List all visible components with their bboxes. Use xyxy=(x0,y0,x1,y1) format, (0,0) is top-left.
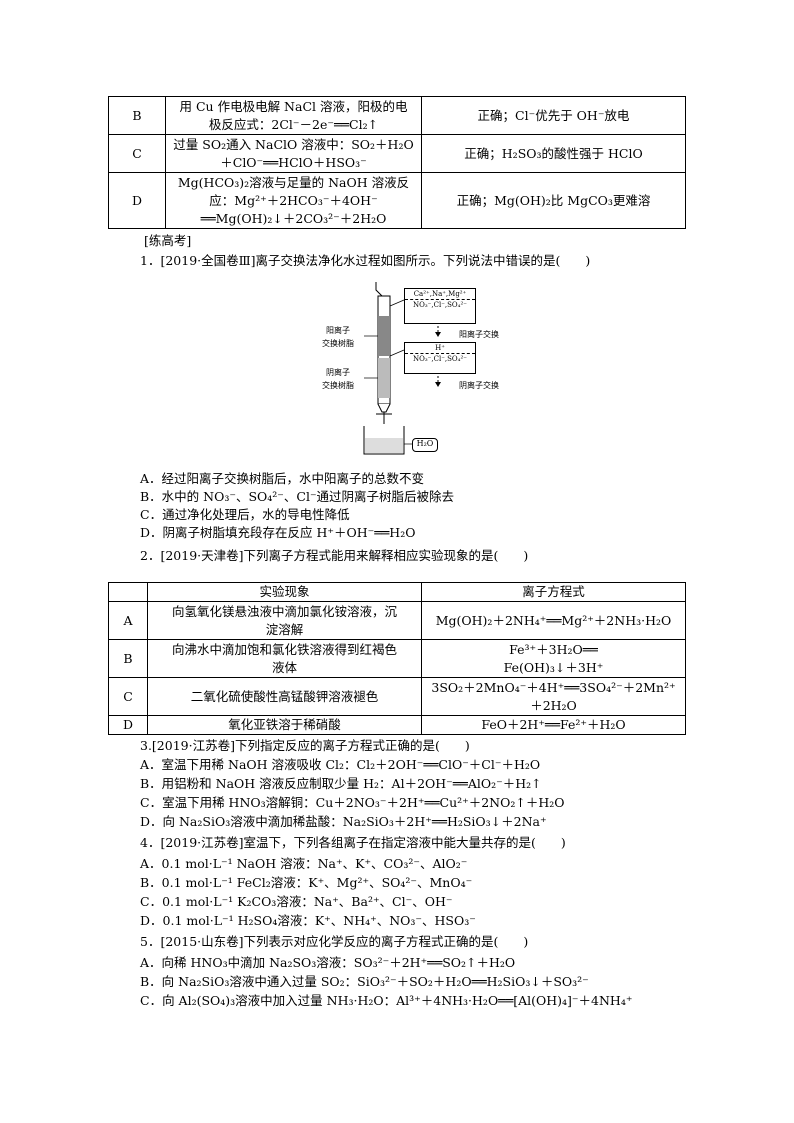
row-label: D xyxy=(108,172,166,229)
table-row: C 二氧化硫使酸性高锰酸钾溶液褪色 3SO₂＋2MnO₄⁻＋4H⁺══3SO₄²… xyxy=(108,677,686,716)
q1-option-a: A．经过阳离子交换树脂后，水中阳离子的总数不变 xyxy=(140,471,425,486)
row-text: Fe³⁺＋3H₂O══ xyxy=(509,641,598,657)
row-phenomenon: 向氢氧化镁悬浊液中滴加氯化铵溶液，沉 淀溶解 xyxy=(147,601,422,640)
row-text: ＋2H₂O xyxy=(530,697,577,713)
row-equation: Fe³⁺＋3H₂O══ Fe(OH)₃↓＋3H⁺ xyxy=(421,639,686,678)
row-content: 用 Cu 作电极电解 NaCl 溶液，阳极的电 极反应式：2Cl⁻－2e⁻══C… xyxy=(165,96,422,135)
table-row: A 向氢氧化镁悬浊液中滴加氯化铵溶液，沉 淀溶解 Mg(OH)₂＋2NH₄⁺══… xyxy=(108,601,686,640)
q4-option-d: D．0.1 mol·L⁻¹ H₂SO₄溶液：K⁺、NH₄⁺、NO₃⁻、HSO₃⁻ xyxy=(140,913,476,928)
row-equation: 3SO₂＋2MnO₄⁻＋4H⁺══3SO₄²⁻＋2Mn²⁺ ＋2H₂O xyxy=(421,677,686,716)
arrow-label-anion: 阴离子交换 xyxy=(459,381,499,390)
q1-option-b: B．水中的 NO₃⁻、SO₄²⁻、Cl⁻通过阴离子树脂后被除去 xyxy=(140,489,455,504)
row-phenomenon: 二氧化硫使酸性高锰酸钾溶液褪色 xyxy=(147,677,422,716)
question-4-stem: 4．[2019·江苏卷]室温下，下列各组离子在指定溶液中能大量共存的是( ) xyxy=(140,835,566,850)
row-equation: Mg(OH)₂＋2NH₄⁺══Mg²⁺＋2NH₃·H₂O xyxy=(421,601,686,640)
row-text: Fe(OH)₃↓＋3H⁺ xyxy=(503,659,604,675)
row-text: Mg(OH)₂＋2NH₄⁺══Mg²⁺＋2NH₃·H₂O xyxy=(435,612,672,628)
label-anion-resin: 阴离子 交换树脂 xyxy=(314,366,362,392)
q1-option-c: C．通过净化处理后，水的导电性降低 xyxy=(140,507,350,522)
row-text: 应：Mg²⁺＋2HCO₃⁻＋4OH⁻ xyxy=(209,192,378,208)
box-after-cation: H⁺ NO₃⁻,Cl⁻,SO₄²⁻ xyxy=(404,342,476,374)
table-options-continued: B 用 Cu 作电极电解 NaCl 溶液，阳极的电 极反应式：2Cl⁻－2e⁻═… xyxy=(108,96,686,229)
header-blank xyxy=(108,582,148,602)
row-text: 向沸水中滴加饱和氯化铁溶液得到红褐色 xyxy=(171,641,397,657)
label-text: 阴离子 xyxy=(326,368,350,377)
q4-option-c: C．0.1 mol·L⁻¹ K₂CO₃溶液：Na⁺、Ba²⁺、Cl⁻、OH⁻ xyxy=(140,894,453,909)
row-text: 淀溶解 xyxy=(265,621,304,637)
row-phenomenon: 向沸水中滴加饱和氯化铁溶液得到红褐色 液体 xyxy=(147,639,422,678)
row-label: B xyxy=(108,96,166,135)
question-5-stem: 5．[2015·山东卷]下列表示对应化学反应的离子方程式正确的是( ) xyxy=(140,934,529,949)
row-text: 过量 SO₂通入 NaClO 溶液中：SO₂＋H₂O xyxy=(173,136,414,152)
question-3-stem: 3.[2019·江苏卷]下列指定反应的离子方程式正确的是( ) xyxy=(140,738,470,753)
q3-option-b: B．用铝粉和 NaOH 溶液反应制取少量 H₂：Al＋2OH⁻══AlO₂⁻＋H… xyxy=(140,776,542,791)
row-text: 用 Cu 作电极电解 NaCl 溶液，阳极的电 xyxy=(179,98,408,114)
ion-exchange-diagram xyxy=(363,282,441,455)
row-evaluation: 正确；Cl⁻优先于 OH⁻放电 xyxy=(421,96,686,135)
row-evaluation: 正确；H₂SO₃的酸性强于 HClO xyxy=(421,134,686,173)
table-row: C 过量 SO₂通入 NaClO 溶液中：SO₂＋H₂O ＋ClO⁻══HClO… xyxy=(108,134,686,173)
row-phenomenon: 氧化亚铁溶于稀硝酸 xyxy=(147,715,422,735)
row-text: 液体 xyxy=(271,659,297,675)
question-2-stem: 2．[2019·天津卷]下列离子方程式能用来解释相应实验现象的是( ) xyxy=(140,548,529,563)
box-text: NO₃⁻,Cl⁻,SO₄²⁻ xyxy=(405,299,475,310)
row-content: Mg(HCO₃)₂溶液与足量的 NaOH 溶液反 应：Mg²⁺＋2HCO₃⁻＋4… xyxy=(165,172,422,229)
table-header-row: 实验现象 离子方程式 xyxy=(108,582,686,602)
row-label: D xyxy=(108,715,148,735)
section-title: [练高考] xyxy=(144,233,192,248)
q5-option-b: B．向 Na₂SiO₃溶液中通入过量 SO₂：SiO₃²⁻＋SO₂＋H₂O══H… xyxy=(140,974,589,989)
ion-exchange-figure: Ca²⁺,Na⁺,Mg²⁺ NO₃⁻,Cl⁻,SO₄²⁻ 阳离子交换 H⁺ NO… xyxy=(318,276,518,466)
water-label: H₂O xyxy=(412,438,438,452)
q3-option-a: A．室温下用稀 NaOH 溶液吸收 Cl₂：Cl₂＋2OH⁻══ClO⁻＋Cl⁻… xyxy=(140,757,541,772)
q4-option-a: A．0.1 mol·L⁻¹ NaOH 溶液：Na⁺、K⁺、CO₃²⁻、AlO₂⁻ xyxy=(140,856,468,871)
table-row: D 氧化亚铁溶于稀硝酸 FeO＋2H⁺══Fe²⁺＋H₂O xyxy=(108,715,686,735)
header-equation: 离子方程式 xyxy=(421,582,686,602)
row-evaluation: 正确；Mg(OH)₂比 MgCO₃更难溶 xyxy=(421,172,686,229)
row-content: 过量 SO₂通入 NaClO 溶液中：SO₂＋H₂O ＋ClO⁻══HClO＋H… xyxy=(165,134,422,173)
header-phenomenon: 实验现象 xyxy=(147,582,422,602)
q5-option-c: C．向 Al₂(SO₄)₃溶液中加入过量 NH₃·H₂O：Al³⁺＋4NH₃·H… xyxy=(140,993,633,1008)
row-label: B xyxy=(108,639,148,678)
label-text: 交换树脂 xyxy=(322,339,354,348)
row-text: 氧化亚铁溶于稀硝酸 xyxy=(228,717,341,732)
q1-option-d: D．阴离子树脂填充段存在反应 H⁺＋OH⁻══H₂O xyxy=(140,525,416,540)
row-text: ＋ClO⁻══HClO＋HSO₃⁻ xyxy=(220,154,367,170)
question-1-stem: 1．[2019·全国卷Ⅲ]离子交换法净化水过程如图所示。下列说法中错误的是( ) xyxy=(140,253,591,268)
table-row: D Mg(HCO₃)₂溶液与足量的 NaOH 溶液反 应：Mg²⁺＋2HCO₃⁻… xyxy=(108,172,686,229)
arrow-label-cation: 阳离子交换 xyxy=(459,330,499,339)
row-label: C xyxy=(108,677,148,716)
q3-option-c: C．室温下用稀 HNO₃溶解铜：Cu＋2NO₃⁻＋2H⁺══Cu²⁺＋2NO₂↑… xyxy=(140,795,565,810)
label-cation-resin: 阳离子 交换树脂 xyxy=(314,324,362,350)
row-text: Mg(HCO₃)₂溶液与足量的 NaOH 溶液反 xyxy=(177,174,410,190)
row-text: 二氧化硫使酸性高锰酸钾溶液褪色 xyxy=(190,688,379,704)
row-equation: FeO＋2H⁺══Fe²⁺＋H₂O xyxy=(421,715,686,735)
q4-option-b: B．0.1 mol·L⁻¹ FeCl₂溶液：K⁺、Mg²⁺、SO₄²⁻、MnO₄… xyxy=(140,875,473,890)
q3-option-d: D．向 Na₂SiO₃溶液中滴加稀盐酸：Na₂SiO₃＋2H⁺══H₂SiO₃↓… xyxy=(140,814,547,829)
label-text: 交换树脂 xyxy=(322,381,354,390)
row-text: 3SO₂＋2MnO₄⁻＋4H⁺══3SO₄²⁻＋2Mn²⁺ xyxy=(431,679,676,695)
row-text: 极反应式：2Cl⁻－2e⁻══Cl₂↑ xyxy=(208,116,379,132)
row-text: FeO＋2H⁺══Fe²⁺＋H₂O xyxy=(481,717,626,732)
label-text: 阳离子 xyxy=(326,326,350,335)
box-text: NO₃⁻,Cl⁻,SO₄²⁻ xyxy=(405,353,475,364)
box-before-exchange: Ca²⁺,Na⁺,Mg²⁺ NO₃⁻,Cl⁻,SO₄²⁻ xyxy=(404,288,476,324)
box-text: Ca²⁺,Na⁺,Mg²⁺ xyxy=(413,290,467,298)
row-label: C xyxy=(108,134,166,173)
row-text: 向氢氧化镁悬浊液中滴加氯化铵溶液，沉 xyxy=(171,603,397,619)
table-q2: 实验现象 离子方程式 A 向氢氧化镁悬浊液中滴加氯化铵溶液，沉 淀溶解 Mg(O… xyxy=(108,582,686,735)
row-text: ══Mg(OH)₂↓＋2CO₃²⁻＋2H₂O xyxy=(200,210,387,226)
table-row: B 用 Cu 作电极电解 NaCl 溶液，阳极的电 极反应式：2Cl⁻－2e⁻═… xyxy=(108,96,686,135)
table-row: B 向沸水中滴加饱和氯化铁溶液得到红褐色 液体 Fe³⁺＋3H₂O══ Fe(O… xyxy=(108,639,686,678)
row-label: A xyxy=(108,601,148,640)
q5-option-a: A．向稀 HNO₃中滴加 Na₂SO₃溶液：SO₃²⁻＋2H⁺══SO₂↑＋H₂… xyxy=(140,955,516,970)
box-text: H⁺ xyxy=(435,344,445,352)
